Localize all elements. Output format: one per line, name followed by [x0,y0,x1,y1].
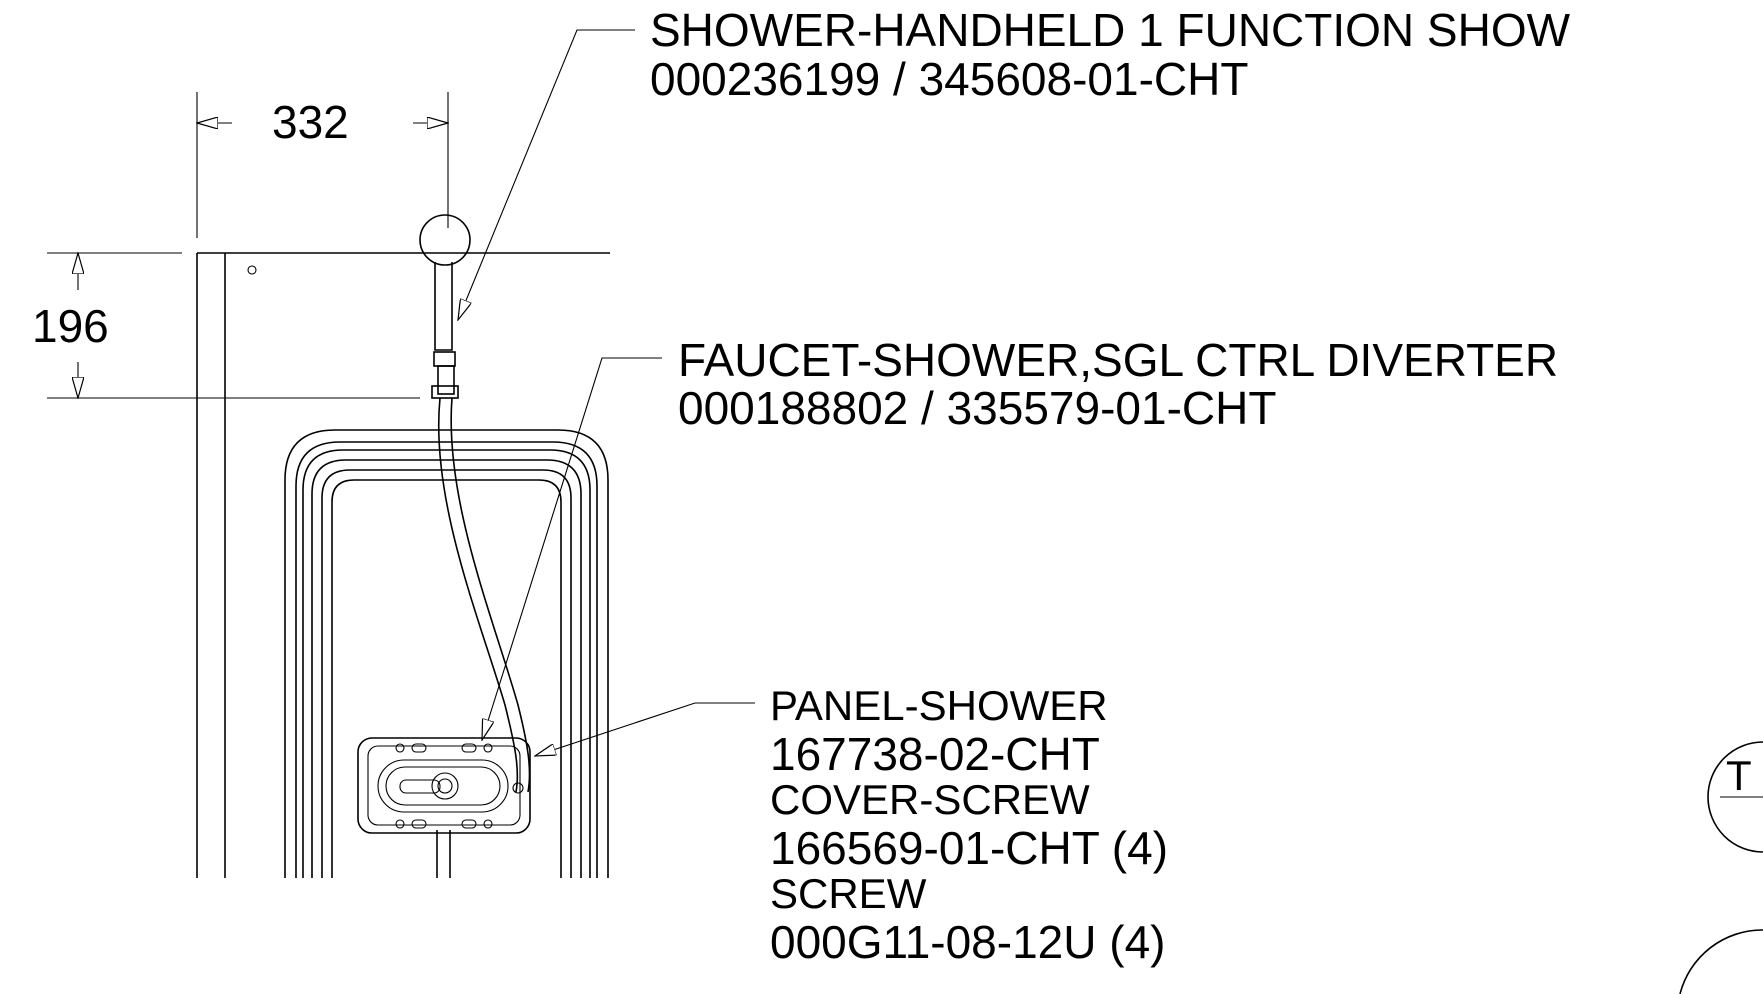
detail-marker-letter: T [1726,752,1752,799]
callout-faucet-title: FAUCET-SHOWER,SGL CTRL DIVERTER [678,334,1558,386]
mounting-hole [247,265,257,275]
callout-handheld: SHOWER-HANDHELD 1 FUNCTION SHOW 00023619… [650,4,1571,105]
hose-holder [437,365,455,395]
faucet-escutcheon [377,759,509,813]
faucet-valve [431,772,459,800]
dimension-height-label: 196 [32,300,109,352]
faucet-diverter [357,737,531,834]
shower-head-icon [419,214,471,266]
shower-handle [434,262,453,351]
callout-screw-part: 000G11-08-12U (4) [770,916,1165,968]
callout-panel-part: 167738-02-CHT [770,728,1100,780]
callout-screw-title: SCREW [770,870,927,917]
callout-cover-screw-title: COVER-SCREW [770,776,1090,823]
detail-marker-circle-partial [1707,741,1763,853]
faucet-lever-icon [399,779,441,794]
leader-lines [458,29,755,756]
hose-left-edge [437,397,519,793]
wall-outline [196,252,610,878]
hose-connector [433,351,456,367]
callout-faucet: FAUCET-SHOWER,SGL CTRL DIVERTER 00018880… [678,334,1558,434]
dimension-width: 332 [197,92,448,238]
leader-panel [535,702,755,756]
dimension-width-label: 332 [272,96,349,148]
callout-faucet-part: 000188802 / 335579-01-CHT [678,382,1276,434]
dimension-height: 196 [32,253,420,398]
faucet-plate [357,737,531,834]
callout-panel: PANEL-SHOWER 167738-02-CHT COVER-SCREW 1… [770,682,1168,968]
leader-handheld [458,29,635,320]
callout-panel-title: PANEL-SHOWER [770,682,1108,729]
section-marker-circle-partial [1679,929,1763,994]
handheld-shower [419,214,531,878]
shower-panel-frame [284,429,609,878]
hose-right-edge [450,397,531,793]
callout-cover-screw-part: 166569-01-CHT (4) [770,822,1168,874]
callout-handheld-title: SHOWER-HANDHELD 1 FUNCTION SHOW [650,4,1571,56]
detail-marker-fragments: T [1679,741,1763,994]
leader-faucet [482,357,662,740]
callout-handheld-part: 000236199 / 345608-01-CHT [650,53,1248,105]
